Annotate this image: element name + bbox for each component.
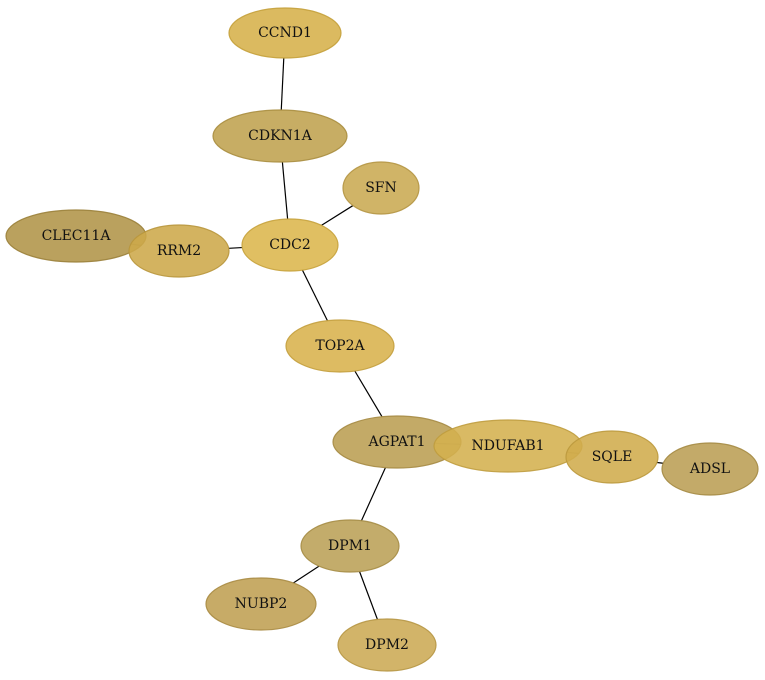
node-cdkn1a: CDKN1A xyxy=(212,109,348,163)
node-nubp2: NUBP2 xyxy=(205,577,317,631)
edge-dpm1-dpm2 xyxy=(358,571,379,620)
edge-sfn-cdc2 xyxy=(321,205,354,226)
node-shape-rrm2 xyxy=(128,224,230,278)
node-shape-adsl xyxy=(661,442,759,496)
node-label-ndufab1: NDUFAB1 xyxy=(471,438,544,454)
node-label-dpm1: DPM1 xyxy=(328,538,372,554)
edge-rrm2-cdc2 xyxy=(228,246,243,249)
node-shape-cdkn1a xyxy=(212,109,348,163)
node-label-sqle: SQLE xyxy=(592,449,633,465)
node-shape-cdc2 xyxy=(241,218,339,272)
edge-top2a-agpat1 xyxy=(354,370,383,418)
node-label-ccnd1: CCND1 xyxy=(258,25,312,41)
edge-cdc2-top2a xyxy=(301,269,329,321)
edge-ccnd1-cdkn1a xyxy=(280,57,285,111)
node-label-top2a: TOP2A xyxy=(315,338,365,354)
node-clec11a: CLEC11A xyxy=(5,209,147,263)
node-shape-top2a xyxy=(285,319,395,373)
node-dpm2: DPM2 xyxy=(337,618,437,672)
node-label-clec11a: CLEC11A xyxy=(42,228,112,244)
node-sqle: SQLE xyxy=(565,430,659,484)
node-adsl: ADSL xyxy=(661,442,759,496)
node-label-cdc2: CDC2 xyxy=(269,237,311,253)
edges-layer xyxy=(130,57,664,620)
node-label-sfn: SFN xyxy=(365,180,397,196)
edge-dpm1-nubp2 xyxy=(292,565,320,584)
node-label-nubp2: NUBP2 xyxy=(235,596,288,612)
node-shape-sqle xyxy=(565,430,659,484)
node-ccnd1: CCND1 xyxy=(228,7,342,59)
edge-sqle-adsl xyxy=(656,461,664,464)
node-shape-ccnd1 xyxy=(228,7,342,59)
node-cdc2: CDC2 xyxy=(241,218,339,272)
node-label-agpat1: AGPAT1 xyxy=(367,434,425,450)
node-label-adsl: ADSL xyxy=(689,461,730,477)
node-top2a: TOP2A xyxy=(285,319,395,373)
node-shape-dpm2 xyxy=(337,618,437,672)
node-shape-dpm1 xyxy=(300,519,400,573)
node-ndufab1: NDUFAB1 xyxy=(433,419,583,473)
node-shape-sfn xyxy=(342,161,420,215)
node-sfn: SFN xyxy=(342,161,420,215)
edge-cdkn1a-cdc2 xyxy=(281,161,289,220)
node-label-rrm2: RRM2 xyxy=(157,243,201,259)
node-dpm1: DPM1 xyxy=(300,519,400,573)
node-label-cdkn1a: CDKN1A xyxy=(248,128,313,144)
node-rrm2: RRM2 xyxy=(128,224,230,278)
node-shape-nubp2 xyxy=(205,577,317,631)
edge-agpat1-dpm1 xyxy=(360,467,386,521)
node-label-dpm2: DPM2 xyxy=(365,637,409,653)
